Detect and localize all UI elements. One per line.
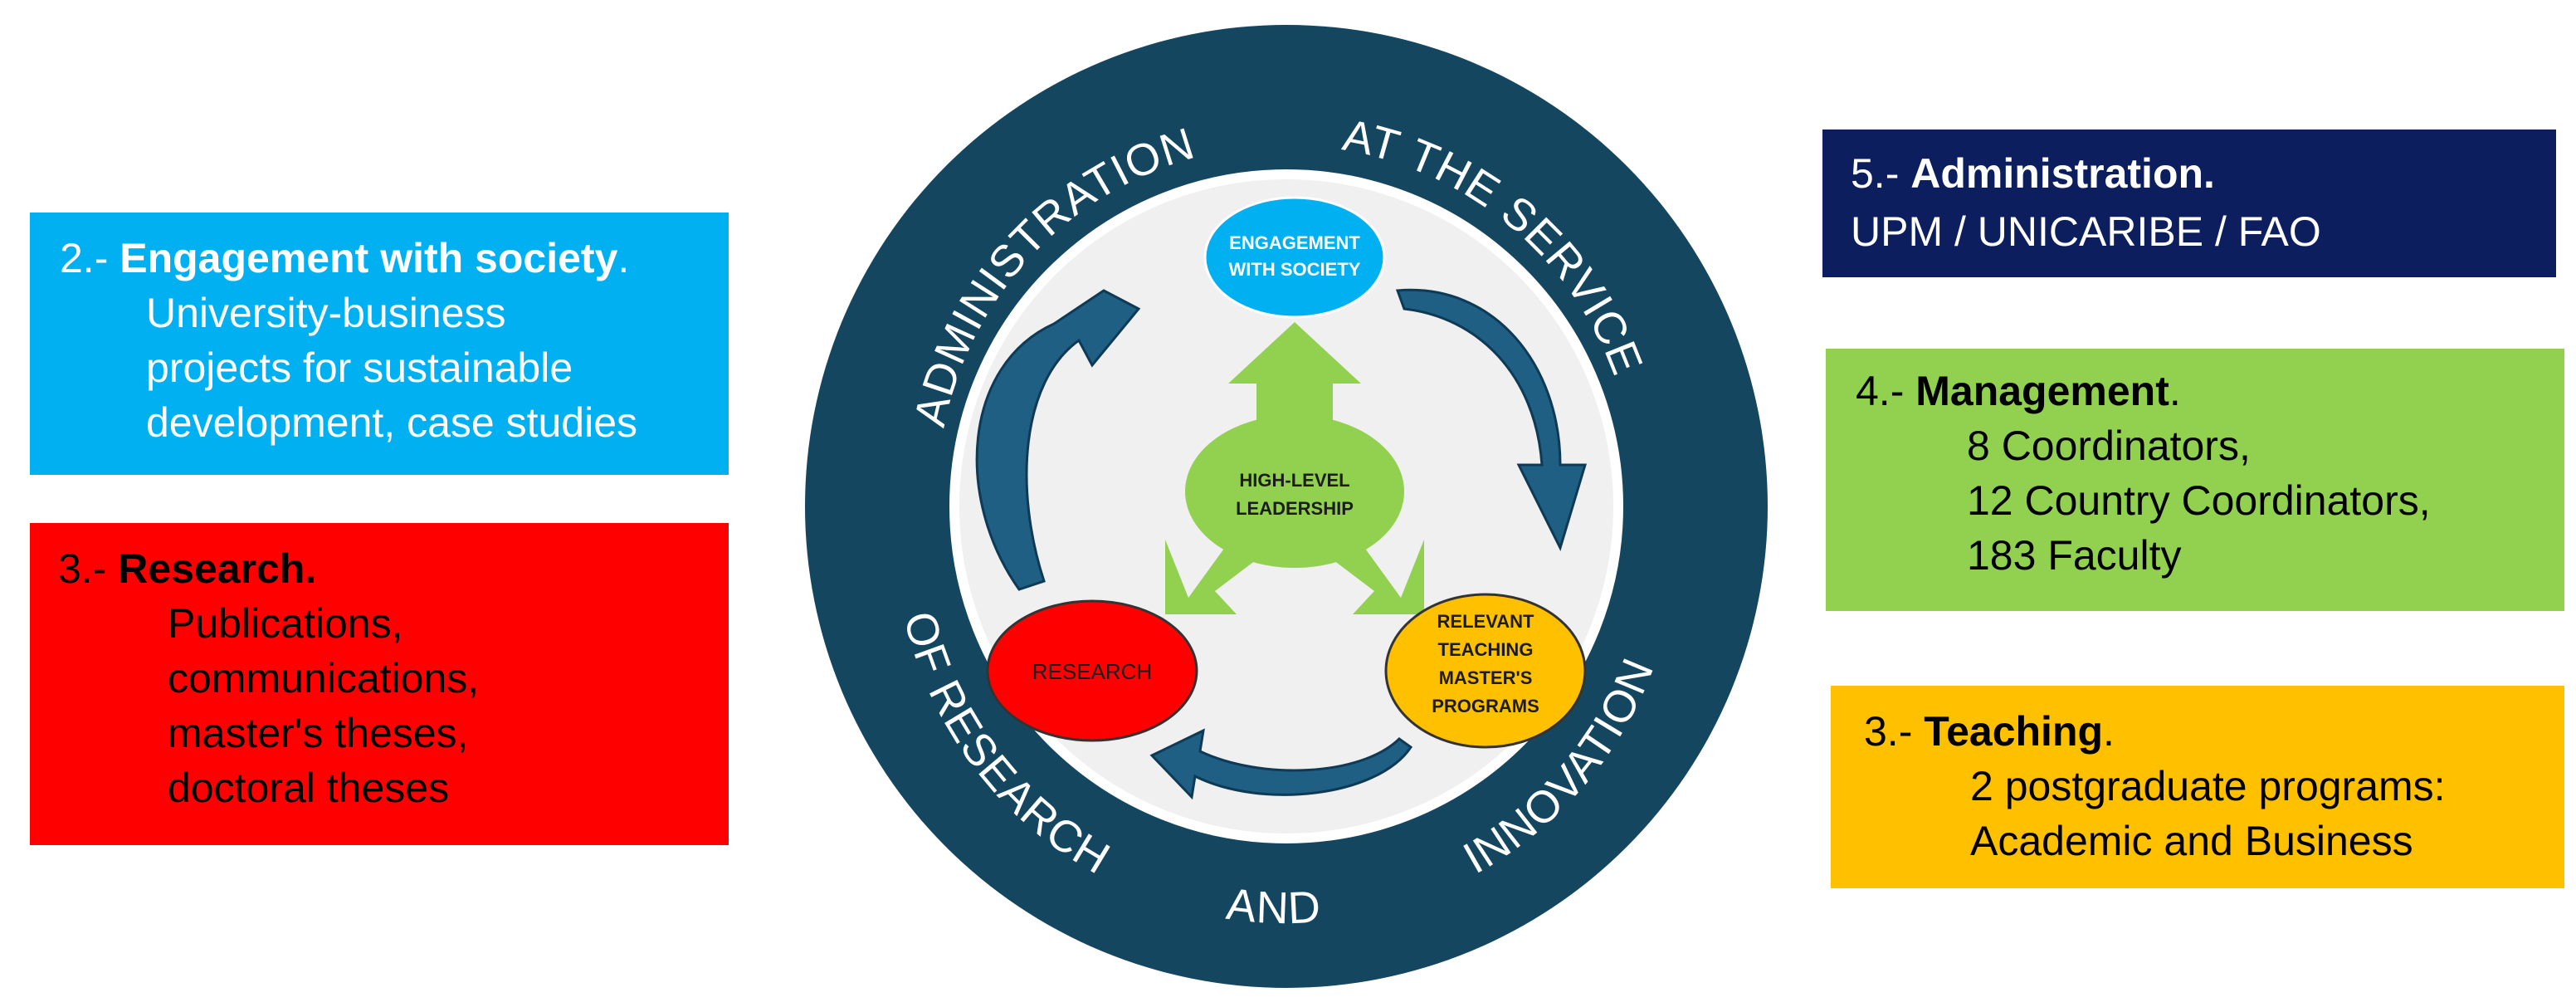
admin-box-title: 5.- Administration. xyxy=(1851,150,2215,197)
teaching-label-line3: MASTER'S xyxy=(1439,667,1533,688)
research-node xyxy=(986,599,1198,742)
management-box: 4.- Management. 8 Coordinators, 12 Count… xyxy=(1826,349,2564,611)
management-box-line: 183 Faculty xyxy=(1967,532,2182,579)
society-box-line: projects for sustainable xyxy=(146,345,573,391)
society-box-line: development, case studies xyxy=(146,399,638,446)
society-box-title: 2.- Engagement with society. xyxy=(60,235,630,281)
research-box-line: Publications, xyxy=(168,600,403,647)
society-box-line: University-business xyxy=(146,290,506,336)
teaching-box-line: 2 postgraduate programs: xyxy=(1970,763,2446,809)
leadership-label-line2: LEADERSHIP xyxy=(1236,498,1354,519)
research-node-label: RESEARCH xyxy=(1032,659,1152,684)
research-box: 3.- Research. Publications, communicatio… xyxy=(30,523,729,845)
leadership-node xyxy=(1185,415,1404,568)
admin-box-line: UPM / UNICARIBE / FAO xyxy=(1851,208,2321,255)
management-box-title: 4.- Management. xyxy=(1856,368,2181,414)
engagement-node xyxy=(1203,196,1386,319)
research-box-title: 3.- Research. xyxy=(58,545,317,592)
teaching-box-title: 3.- Teaching. xyxy=(1864,708,2115,755)
teaching-node xyxy=(1384,593,1587,749)
research-box-line: doctoral theses xyxy=(168,765,450,811)
curved-arrow-bottom xyxy=(1149,728,1413,800)
engagement-with-society-box: 2.- Engagement with society. University-… xyxy=(30,213,729,475)
ring-text-and: AND xyxy=(1224,879,1322,934)
leadership-label-line1: HIGH-LEVEL xyxy=(1239,470,1349,491)
administration-box: 5.- Administration. UPM / UNICARIBE / FA… xyxy=(1822,130,2556,277)
teaching-label-line2: TEACHING xyxy=(1438,639,1534,660)
curved-arrow-right xyxy=(1395,288,1588,552)
research-box-line: master's theses, xyxy=(168,710,469,756)
teaching-label-line4: PROGRAMS xyxy=(1432,696,1539,716)
leadership-arrows xyxy=(1165,322,1424,614)
teaching-box-line: Academic and Business xyxy=(1970,818,2413,864)
management-box-line: 8 Coordinators, xyxy=(1967,423,2251,469)
engagement-label-line2: WITH SOCIETY xyxy=(1229,259,1361,280)
curved-arrow-left xyxy=(975,289,1141,591)
teaching-label-line1: RELEVANT xyxy=(1437,611,1534,632)
ring-text-bottom-middle: AND xyxy=(1224,879,1323,934)
arrow-up xyxy=(1228,322,1361,448)
research-box-line: communications, xyxy=(168,655,480,701)
teaching-box: 3.- Teaching. 2 postgraduate programs: A… xyxy=(1831,686,2564,888)
engagement-label-line1: ENGAGEMENT xyxy=(1229,232,1360,253)
management-box-line: 12 Country Coordinators, xyxy=(1967,477,2431,524)
